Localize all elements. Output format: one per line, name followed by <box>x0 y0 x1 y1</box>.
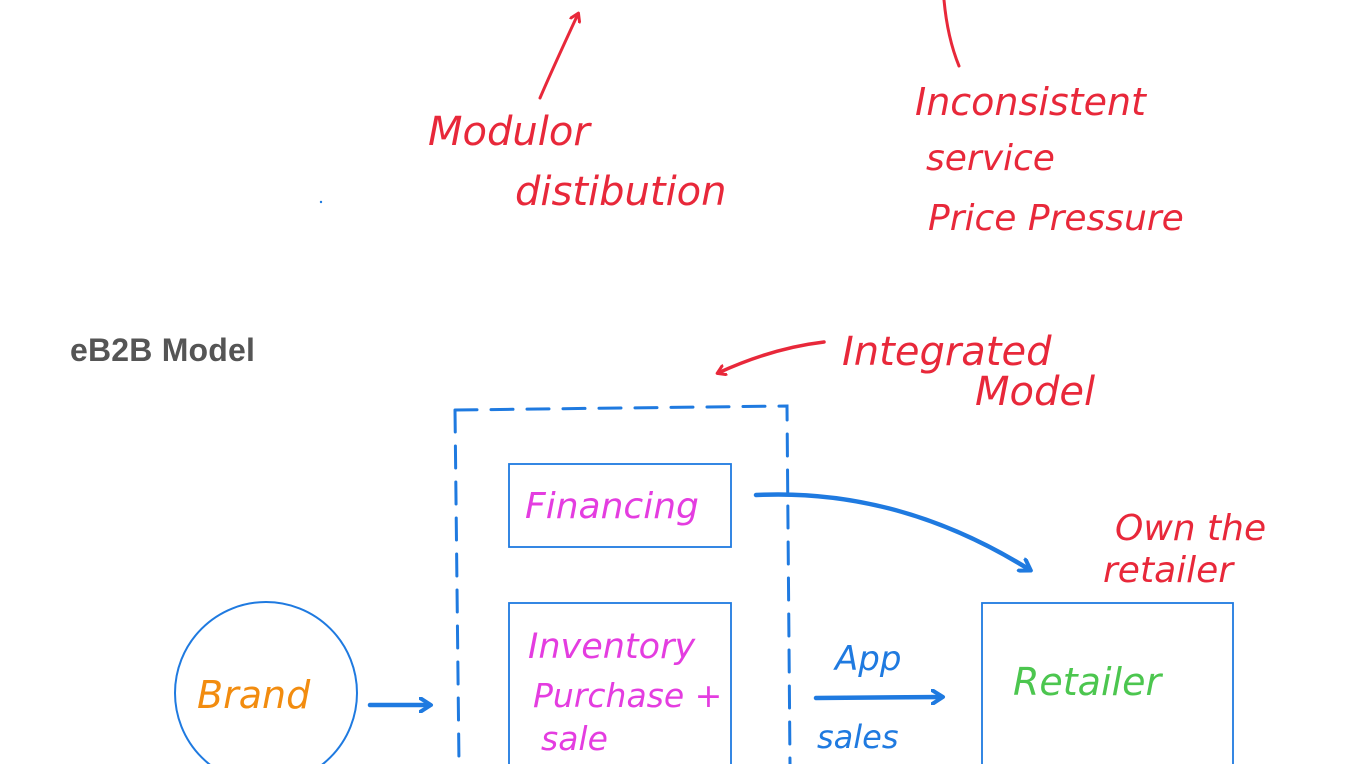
inventory-to-retailer-arrow <box>813 697 942 698</box>
modular-arrow <box>538 14 578 100</box>
inconsistent-connector <box>942 0 961 68</box>
inconsistent-label-line3: Price Pressure <box>928 198 1184 239</box>
modular-label-line2: distibution <box>515 169 727 215</box>
inventory-label-line1: Inventory <box>528 627 696 667</box>
own-retailer-label-line1: Own the <box>1115 508 1266 549</box>
inventory-label-line2: Purchase + <box>533 676 722 715</box>
inventory-label-line3: sale <box>541 719 608 758</box>
own-retailer-label-line2: retailer <box>1103 550 1235 591</box>
stray-dot <box>319 200 323 204</box>
modular-label-line1: Modulor <box>428 109 592 155</box>
integrated-boundary <box>453 404 792 764</box>
financing-label: Financing <box>525 486 699 527</box>
sales-label: sales <box>817 718 899 756</box>
section-title: eB2B Model <box>70 332 256 368</box>
brand-label: Brand <box>197 673 311 717</box>
integrated-label-line1: Integrated <box>842 329 1052 375</box>
inventory-box <box>508 602 732 764</box>
integrated-arrow <box>718 340 826 373</box>
inconsistent-label-line1: Inconsistent <box>915 80 1148 124</box>
retailer-label: Retailer <box>1013 660 1163 704</box>
financing-box <box>508 463 732 548</box>
inconsistent-label-line2: service <box>926 138 1055 179</box>
financing-to-retailer-arrow <box>753 492 1030 570</box>
app-label: App <box>833 639 901 679</box>
brand-node <box>174 601 358 764</box>
retailer-box <box>981 602 1234 764</box>
integrated-label-line2: Model <box>975 369 1095 415</box>
